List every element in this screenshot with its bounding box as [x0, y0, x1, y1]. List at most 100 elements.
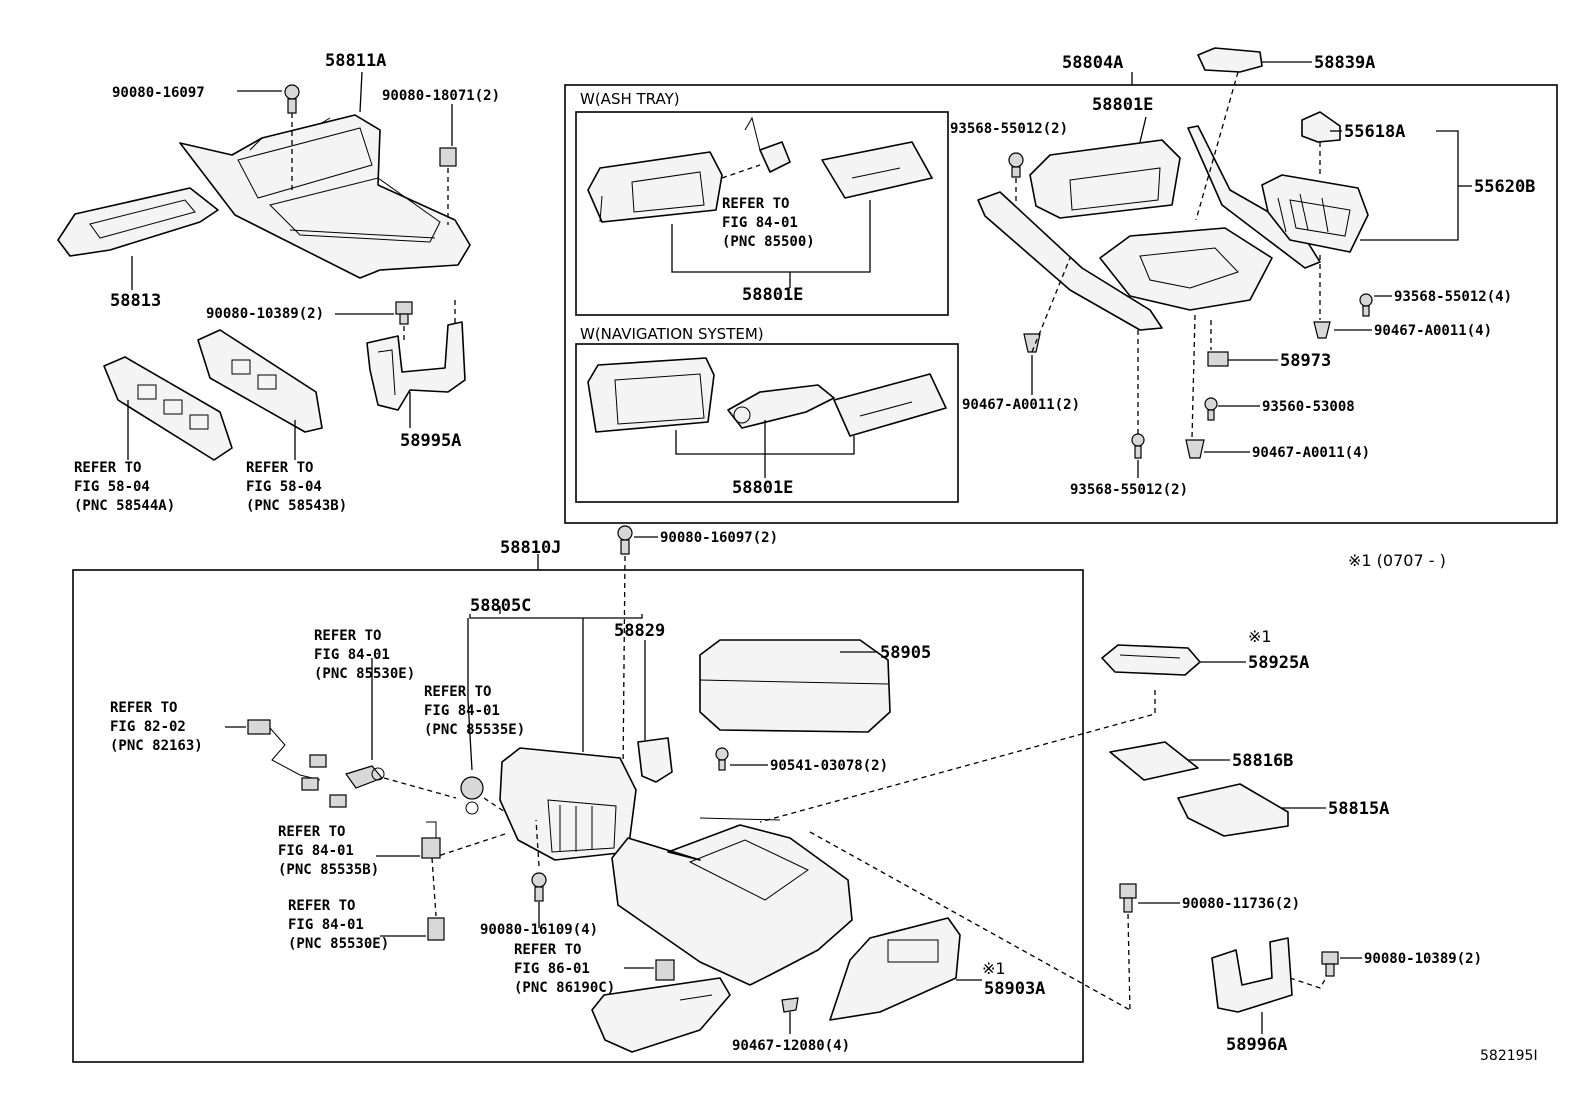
label-90467-A0011-a: 90467-A0011(4) [1374, 323, 1492, 339]
clip-90467-A0011-b [1023, 333, 1041, 353]
bracket-58996A [1211, 937, 1293, 1013]
label-90080-16097: 90080-16097 [112, 85, 205, 101]
ref-3-line1: REFER TO [246, 460, 313, 476]
ref-4-line1: REFER TO [314, 628, 381, 644]
assembly-frame-58804A [564, 84, 1558, 524]
ref-3-line2: FIG 58-04 [246, 479, 322, 495]
label-55620B: 55620B [1474, 177, 1535, 197]
label-90467-12080: 90467-12080(4) [732, 1038, 850, 1054]
label-58805C: 58805C [470, 596, 531, 616]
label-58925A: 58925A [1248, 653, 1309, 673]
label-58829: 58829 [614, 621, 665, 641]
label-58839A: 58839A [1314, 53, 1375, 73]
ref-5-line1: REFER TO [424, 684, 491, 700]
label-55618A: 55618A [1344, 122, 1405, 142]
ref-9-line3: (PNC 86190C) [514, 980, 615, 996]
ref-6-line3: (PNC 82163) [110, 738, 203, 754]
screw-93560-53008 [1204, 397, 1218, 421]
assembly-frame-58810J [72, 569, 1084, 1063]
switch-bracket-left [103, 356, 233, 461]
screw-93568-55012-b [1359, 293, 1373, 317]
label-58973: 58973 [1280, 351, 1331, 371]
label-58801E-upper: 58801E [1092, 95, 1153, 115]
label-58905: 58905 [880, 643, 931, 663]
socket-85535E [460, 776, 484, 815]
lower-trim-panel [591, 977, 731, 1053]
label-93568-55012-a: 93568-55012(2) [950, 121, 1068, 137]
cover-58839A [1197, 47, 1263, 73]
ref-9-line1: REFER TO [514, 942, 581, 958]
label-90467-A0011-b: 90467-A0011(2) [962, 397, 1080, 413]
cup-holder-55620B [1261, 174, 1369, 253]
bulb-85535B [421, 821, 441, 859]
mark-58925A: ※1 [1248, 627, 1272, 646]
navigation-title: W(NAVIGATION SYSTEM) [580, 325, 764, 343]
wire-harness-82163 [247, 719, 347, 808]
bolt-90080-11736 [1119, 883, 1137, 913]
label-90080-10389-a: 90080-10389(2) [206, 306, 324, 322]
ref-7-line2: FIG 84-01 [278, 843, 354, 859]
label-58816B: 58816B [1232, 751, 1293, 771]
ref-2-line3: (PNC 58544A) [74, 498, 175, 514]
ref-9-line2: FIG 86-01 [514, 961, 590, 977]
label-90467-A0011-c: 90467-A0011(4) [1252, 445, 1370, 461]
nav-housing [587, 357, 715, 433]
rear-panel-58903A [829, 917, 961, 1021]
clip-55618A [1301, 111, 1341, 143]
label-58801E-ash: 58801E [742, 285, 803, 305]
label-58903A: 58903A [984, 979, 1045, 999]
ref-4-line3: (PNC 85530E) [314, 666, 415, 682]
ref-7-line3: (PNC 85535B) [278, 862, 379, 878]
label-93568-55012-b: 93568-55012(4) [1394, 289, 1512, 305]
ref-4-line2: FIG 84-01 [314, 647, 390, 663]
nut-90080-18071 [439, 147, 457, 167]
ash-tray-housing [587, 151, 723, 223]
label-58815A: 58815A [1328, 799, 1389, 819]
label-58811A: 58811A [325, 51, 386, 71]
box-58829 [637, 737, 673, 783]
mat-58815A [1177, 783, 1289, 837]
ref-6-line1: REFER TO [110, 700, 177, 716]
ref-2-line2: FIG 58-04 [74, 479, 150, 495]
label-58810J: 58810J [500, 538, 561, 558]
screw-90541-03078 [715, 747, 729, 771]
tray-58925A [1101, 644, 1201, 676]
ash-tray-title: W(ASH TRAY) [580, 90, 680, 108]
screw-93568-55012-c [1131, 433, 1145, 459]
left-trim-strip [977, 191, 1163, 331]
label-58801E-nav: 58801E [732, 478, 793, 498]
ref-7-line1: REFER TO [278, 824, 345, 840]
label-58813: 58813 [110, 291, 161, 311]
screw-93568-55012-a [1008, 152, 1024, 178]
bolt-90080-10389-b [1321, 951, 1339, 977]
bolt-90080-16109 [531, 872, 547, 902]
ref-6-line2: FIG 82-02 [110, 719, 186, 735]
bracket-58995A [366, 321, 466, 411]
nav-mechanism [727, 384, 835, 429]
console-box-58805C [499, 747, 637, 861]
ref-8-line2: FIG 84-01 [288, 917, 364, 933]
label-93568-55012-c: 93568-55012(2) [1070, 482, 1188, 498]
upper-panel-58801E [1029, 139, 1181, 219]
plug-86190C [655, 959, 675, 981]
label-58995A: 58995A [400, 431, 461, 451]
production-note: ※1 (0707 - ) [1348, 551, 1446, 570]
ref-1-line3: (PNC 85500) [722, 234, 815, 250]
socket-85530E-a [345, 765, 385, 789]
ref-8-line3: (PNC 85530E) [288, 936, 389, 952]
switch-bracket-right [197, 329, 323, 433]
ref-5-line2: FIG 84-01 [424, 703, 500, 719]
bolt-90080-16097-2 [617, 525, 633, 555]
ash-tray-frame [575, 111, 949, 316]
clip-90467-A0011-c [1185, 439, 1205, 459]
label-93560-53008: 93560-53008 [1262, 399, 1355, 415]
side-trim-58813 [57, 187, 219, 257]
label-58804A: 58804A [1062, 53, 1123, 73]
main-console-body [611, 817, 853, 986]
shift-panel [1099, 227, 1273, 311]
ref-2-line1: REFER TO [74, 460, 141, 476]
nav-cover [833, 373, 947, 437]
bulb-85530E-b [427, 917, 445, 941]
bolt-90080-10389-a [395, 301, 413, 325]
